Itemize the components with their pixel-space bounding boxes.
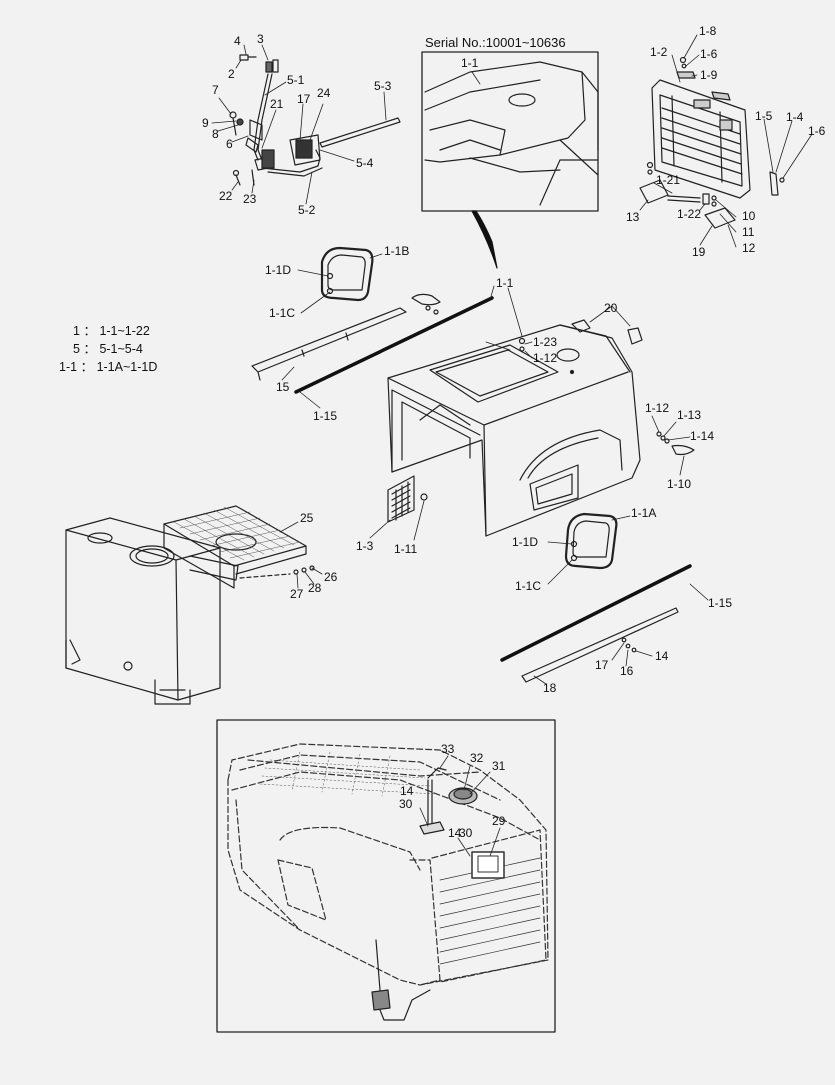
callout-1-8: 1-8	[699, 24, 717, 38]
callout-11: 11	[742, 225, 755, 239]
callout-1-1: 1-1	[496, 276, 514, 290]
callout-27: 27	[290, 587, 304, 601]
callout-12: 12	[742, 241, 756, 255]
legend-separator: ：	[83, 324, 96, 338]
legend-row-3: 1-1 ： 1-1A~1-1D	[59, 356, 157, 375]
floor-plate-25	[163, 505, 315, 589]
leaders-grille	[639, 34, 813, 248]
callout-1-6-right: 1-6	[808, 124, 826, 138]
callout-1-23: 1-23	[533, 335, 558, 349]
leaders-top-left	[211, 44, 387, 205]
callout-1-22: 1-22	[677, 207, 702, 221]
callout-28: 28	[308, 581, 322, 595]
callout-18: 18	[543, 681, 557, 695]
callout-10: 10	[742, 209, 756, 223]
callout-30-inset-2: 30	[459, 826, 473, 840]
callout-14-inset-2: 14	[448, 826, 462, 840]
callout-17: 17	[297, 92, 311, 106]
callout-7: 7	[212, 83, 219, 97]
bottom-inset-grille	[439, 851, 541, 965]
callout-1-1C-top: 1-1C	[269, 306, 296, 320]
callout-14-inset: 14	[400, 784, 414, 798]
fuel-tank	[65, 517, 239, 705]
callout-32: 32	[470, 751, 484, 765]
legend-separator: ：	[80, 360, 94, 374]
callout-30-inset: 30	[399, 797, 413, 811]
callout-25: 25	[300, 511, 314, 525]
window-1-1A	[564, 512, 618, 570]
callout-1-12-top: 1-12	[533, 351, 558, 365]
legend-row-2: 5 ： 5-1~5-4	[73, 338, 143, 357]
callout-19: 19	[692, 245, 706, 259]
callout-4: 4	[234, 34, 241, 48]
callout-16: 16	[620, 664, 634, 678]
callout-1-1A: 1-1A	[631, 506, 657, 520]
latch-1-10	[656, 431, 695, 456]
bottom-inset-cap	[371, 767, 478, 1021]
callout-1-21: 1-21	[656, 173, 681, 187]
callout-21: 21	[270, 97, 284, 111]
callout-15: 15	[276, 380, 290, 394]
callout-1-4: 1-4	[786, 110, 804, 124]
callout-33: 33	[441, 742, 455, 756]
callout-22: 22	[219, 189, 233, 203]
callout-31: 31	[492, 759, 506, 773]
bottom-inset-roof-mesh	[259, 751, 436, 797]
callout-26: 26	[324, 570, 338, 584]
callout-1-1C-bottom: 1-1C	[515, 579, 542, 593]
callout-29: 29	[492, 814, 506, 828]
bottom-inset-cab	[227, 743, 549, 986]
callout-1-5: 1-5	[755, 109, 773, 123]
grille-assembly	[639, 56, 785, 229]
callout-1-14: 1-14	[690, 429, 715, 443]
callout-14-lower: 14	[655, 649, 669, 663]
callout-6: 6	[226, 137, 233, 151]
callout-5-3: 5-3	[374, 79, 392, 93]
callout-1-1-inset: 1-1	[461, 56, 479, 70]
callout-1-1B: 1-1B	[384, 244, 410, 258]
callout-1-10: 1-10	[667, 477, 692, 491]
callout-1-1D-top: 1-1D	[265, 263, 292, 277]
legend-key: 1-1	[59, 360, 78, 374]
mesh-panel-1-3	[387, 475, 428, 523]
callout-5-1: 5-1	[287, 73, 305, 87]
legend-row-1: 1 ： 1-1~1-22	[73, 320, 150, 339]
callout-20: 20	[604, 301, 618, 315]
serial-number-label: Serial No.:10001~10636	[425, 35, 566, 50]
callout-5-4: 5-4	[356, 156, 374, 170]
callout-17-lower: 17	[595, 658, 609, 672]
legend-value: 1-1~1-22	[99, 324, 150, 338]
callout-1-9: 1-9	[700, 68, 718, 82]
callout-8: 8	[212, 127, 219, 141]
legend-separator: ：	[83, 342, 96, 356]
legend-value: 1-1A~1-1D	[96, 360, 158, 374]
lever-assembly	[229, 54, 401, 186]
callout-24: 24	[317, 86, 331, 100]
legend-key: 5	[73, 342, 80, 356]
callout-1-2: 1-2	[650, 45, 668, 59]
callout-1-13: 1-13	[677, 408, 702, 422]
callout-1-11: 1-11	[394, 542, 418, 556]
callout-1-15-bottom: 1-15	[708, 596, 733, 610]
inset-hood-detail	[424, 61, 599, 206]
callout-13: 13	[626, 210, 640, 224]
callout-2: 2	[228, 67, 235, 81]
legend-value: 5-1~5-4	[99, 342, 143, 356]
callout-9: 9	[202, 116, 209, 130]
callout-1-3: 1-3	[356, 539, 374, 553]
callout-23: 23	[243, 192, 257, 206]
callout-1-12-right: 1-12	[645, 401, 670, 415]
callout-1-15-top: 1-15	[313, 409, 338, 423]
main-hood	[387, 324, 641, 537]
seal-strip-15	[251, 293, 441, 381]
window-1-1B	[320, 246, 374, 302]
callout-1-6-top: 1-6	[700, 47, 718, 61]
legend-key: 1	[73, 324, 80, 338]
callout-3: 3	[257, 32, 264, 46]
callout-1-1D-bottom: 1-1D	[512, 535, 539, 549]
callout-5-2: 5-2	[298, 203, 316, 217]
